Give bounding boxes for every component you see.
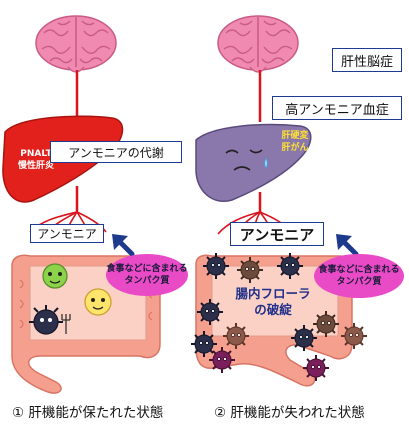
right-liver-badge-line2: 肝がん [281,143,309,153]
right-flora-collapse-text: 腸内フローラ の破綻 [230,286,316,318]
right-caption: ② 肝機能が失われた状態 [214,405,365,421]
left-food-bubble-line1: 食事などに含まれる [106,264,188,274]
left-liver-badge-line2: 慢性肝炎 [17,161,54,171]
right-food-protein-bubble: 食事などに含まれる タンパク質 [314,254,404,298]
left-ammonia-label: アンモニア [30,224,104,243]
right-food-bubble-line1: 食事などに含まれる [318,265,400,275]
right-sick-liver [195,123,312,203]
left-good-bacteria-yellow [84,288,112,316]
right-encephalopathy-label: 肝性脳症 [332,48,402,72]
left-food-bubble-line2: タンパク質 [124,276,170,286]
right-arrow-to-ammonia [336,234,359,257]
left-caption: ① 肝機能が保たれた状態 [12,405,164,421]
left-liver-label: アンモニアの代謝 [50,141,182,163]
left-bad-bacteria [29,305,71,335]
right-liver-badge: 肝硬変 肝がん [278,130,312,154]
left-liver-badge-line1: PNALT [20,149,52,159]
right-intestine [195,254,354,387]
right-hyperammonemia-label: 高アンモニア血症 [272,96,402,120]
left-good-bacteria-green [42,263,68,289]
left-liver-badge: PNALT 慢性肝炎 [8,148,64,172]
right-liver-badge-line1: 肝硬変 [281,131,309,141]
left-arrow-to-ammonia [112,234,135,257]
left-food-protein-bubble: 食事などに含まれる タンパク質 [106,254,188,296]
right-food-bubble-line2: タンパク質 [336,277,382,287]
right-flora-line2: の破綻 [254,302,292,317]
right-brain [217,15,299,73]
right-ammonia-label: アンモニア [230,222,324,246]
left-brain [35,15,117,73]
right-flora-line1: 腸内フローラ [235,286,311,301]
